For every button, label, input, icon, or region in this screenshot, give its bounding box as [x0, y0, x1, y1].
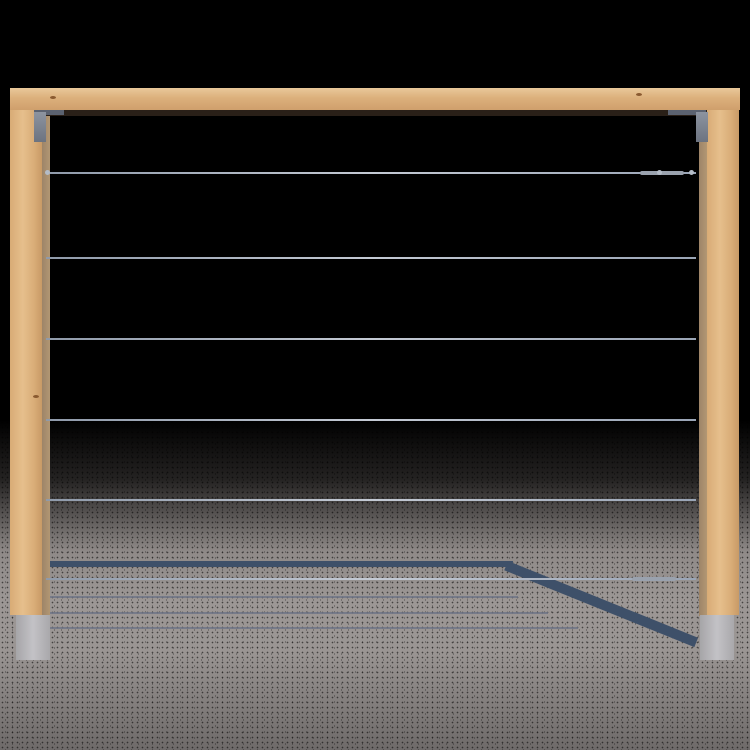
cable-6: [46, 578, 696, 580]
wood-knot: [636, 93, 642, 96]
right-angle-bracket: [668, 110, 706, 115]
ground-noise-2: [2, 423, 750, 750]
cable-shadow: [48, 627, 578, 629]
cable-2: [46, 257, 696, 259]
right-bracket-plate: [696, 112, 708, 142]
cable-5: [46, 499, 696, 501]
cable-3: [46, 338, 696, 340]
left-post-base: [16, 615, 50, 660]
left-angle-bracket: [34, 110, 64, 115]
cable-1: [46, 172, 696, 174]
wood-knot: [33, 395, 39, 398]
right-post: [707, 88, 739, 615]
turnbuckle-eye-icon: [689, 170, 694, 175]
left-inner-rail: [42, 116, 50, 616]
turnbuckle-icon: [632, 577, 676, 581]
cable-4: [46, 419, 696, 421]
top-beam: [10, 88, 740, 110]
turnbuckle-icon: [640, 171, 684, 175]
left-bracket-plate: [34, 112, 46, 142]
cable-end-icon: [45, 170, 50, 175]
left-post: [10, 88, 42, 615]
beam-shadow: [48, 561, 513, 567]
beam-underside: [42, 110, 707, 116]
right-post-base: [700, 615, 734, 660]
cable-shadow: [48, 596, 518, 598]
turnbuckle-eye-icon: [657, 170, 662, 175]
wood-knot: [50, 96, 56, 99]
cable-shadow: [48, 612, 548, 614]
right-inner-rail: [699, 116, 707, 616]
